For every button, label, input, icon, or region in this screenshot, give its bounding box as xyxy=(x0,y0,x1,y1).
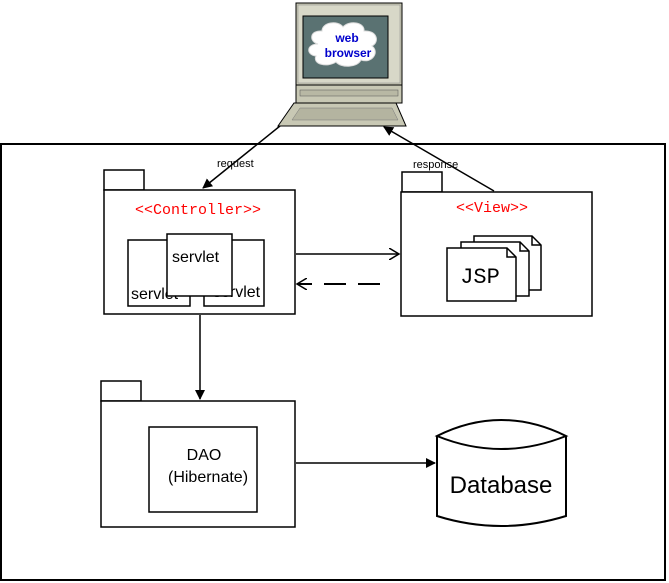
jsp-label: JSP xyxy=(460,265,500,290)
database-label: Database xyxy=(450,472,553,499)
screen-text-browser: browser xyxy=(325,46,372,60)
view-package: <<View>> JSP xyxy=(400,171,593,317)
controller-stereotype: <<Controller>> xyxy=(135,202,261,219)
view-stereotype: <<View>> xyxy=(456,200,528,217)
dao-sublabel: (Hibernate) xyxy=(168,469,248,486)
system-boundary xyxy=(0,143,666,581)
dao-box xyxy=(148,426,258,513)
request-label: request xyxy=(217,158,254,170)
response-label: response xyxy=(413,159,458,171)
cloud-icon xyxy=(308,22,377,67)
screen-text-web: web xyxy=(334,31,358,45)
request-arrow xyxy=(202,125,281,189)
response-arrow xyxy=(383,126,495,192)
database-icon xyxy=(434,419,569,527)
computer-icon: web browser xyxy=(277,2,407,127)
jsp-pages-icon xyxy=(446,235,542,302)
dao-label: DAO xyxy=(187,447,222,464)
controller-package: <<Controller>> servlet servlet servlet xyxy=(103,169,296,315)
dao-package: DAO (Hibernate) xyxy=(100,380,296,528)
servlet-label-front: servlet xyxy=(172,249,220,266)
servlet-box-front xyxy=(166,233,233,297)
